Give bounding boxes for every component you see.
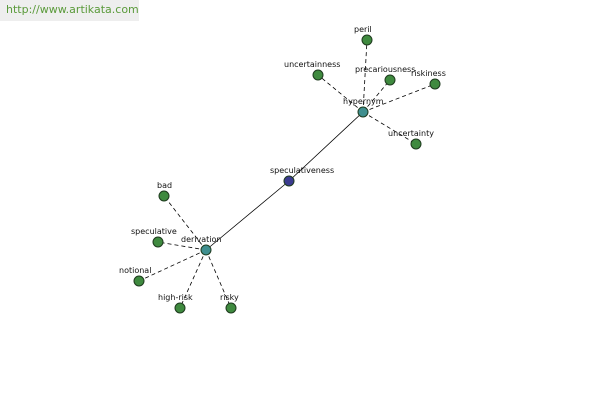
leaf-node-uncertainty[interactable] bbox=[410, 138, 422, 150]
edge-hypernym-peril bbox=[362, 39, 368, 113]
edge-derivation-high-risk bbox=[179, 249, 207, 309]
edge-speculativeness-hypernym bbox=[288, 111, 364, 182]
leaf-label-precariousness[interactable]: precariousness bbox=[355, 65, 415, 74]
leaf-node-uncertainness[interactable] bbox=[312, 69, 324, 81]
leaf-node-precariousness[interactable] bbox=[384, 74, 396, 86]
edge-hypernym-riskiness bbox=[362, 83, 436, 113]
edge-hypernym-precariousness bbox=[362, 79, 391, 113]
center-node-speculativeness[interactable] bbox=[283, 175, 295, 187]
leaf-label-uncertainness[interactable]: uncertainness bbox=[284, 60, 340, 69]
edge-hypernym-uncertainty bbox=[362, 111, 417, 145]
center-label-speculativeness[interactable]: speculativeness bbox=[270, 166, 334, 175]
nodes-layer bbox=[133, 34, 441, 314]
leaf-node-speculative[interactable] bbox=[152, 236, 164, 248]
labels-layer: peril uncertainness precariousnessriskines… bbox=[119, 25, 446, 302]
leaf-label-riskiness[interactable]: riskiness bbox=[411, 69, 446, 78]
leaf-node-peril[interactable] bbox=[361, 34, 373, 46]
edge-derivation-bad bbox=[163, 195, 207, 251]
hub-node-derivation[interactable] bbox=[200, 244, 212, 256]
leaf-node-riskiness[interactable] bbox=[429, 78, 441, 90]
leaf-label-risky[interactable]: risky bbox=[220, 293, 239, 302]
edge-hypernym-uncertainness bbox=[317, 74, 364, 113]
watermark-link[interactable]: http://www.artikata.com bbox=[0, 0, 139, 21]
leaf-label-speculative[interactable]: speculative bbox=[131, 227, 177, 236]
edge-derivation-risky bbox=[205, 249, 232, 309]
leaf-label-uncertainty[interactable]: uncertainty bbox=[388, 129, 434, 138]
leaf-node-high-risk[interactable] bbox=[174, 302, 186, 314]
edge-derivation-speculative bbox=[157, 241, 207, 251]
leaf-node-notional[interactable] bbox=[133, 275, 145, 287]
leaf-label-bad[interactable]: bad bbox=[157, 181, 172, 190]
hub-label-derivation[interactable]: derivation bbox=[181, 235, 221, 244]
hub-label-hypernym[interactable]: hypernym bbox=[343, 97, 384, 106]
leaf-node-bad[interactable] bbox=[158, 190, 170, 202]
leaf-label-peril[interactable]: peril bbox=[354, 25, 372, 34]
hub-node-hypernym[interactable] bbox=[357, 106, 369, 118]
edge-speculativeness-derivation bbox=[205, 180, 290, 251]
edges-layer bbox=[138, 39, 436, 309]
edge-derivation-notional bbox=[138, 249, 207, 282]
leaf-node-risky[interactable] bbox=[225, 302, 237, 314]
leaf-label-high-risk[interactable]: high-risk bbox=[158, 293, 193, 302]
leaf-label-notional[interactable]: notional bbox=[119, 266, 151, 275]
